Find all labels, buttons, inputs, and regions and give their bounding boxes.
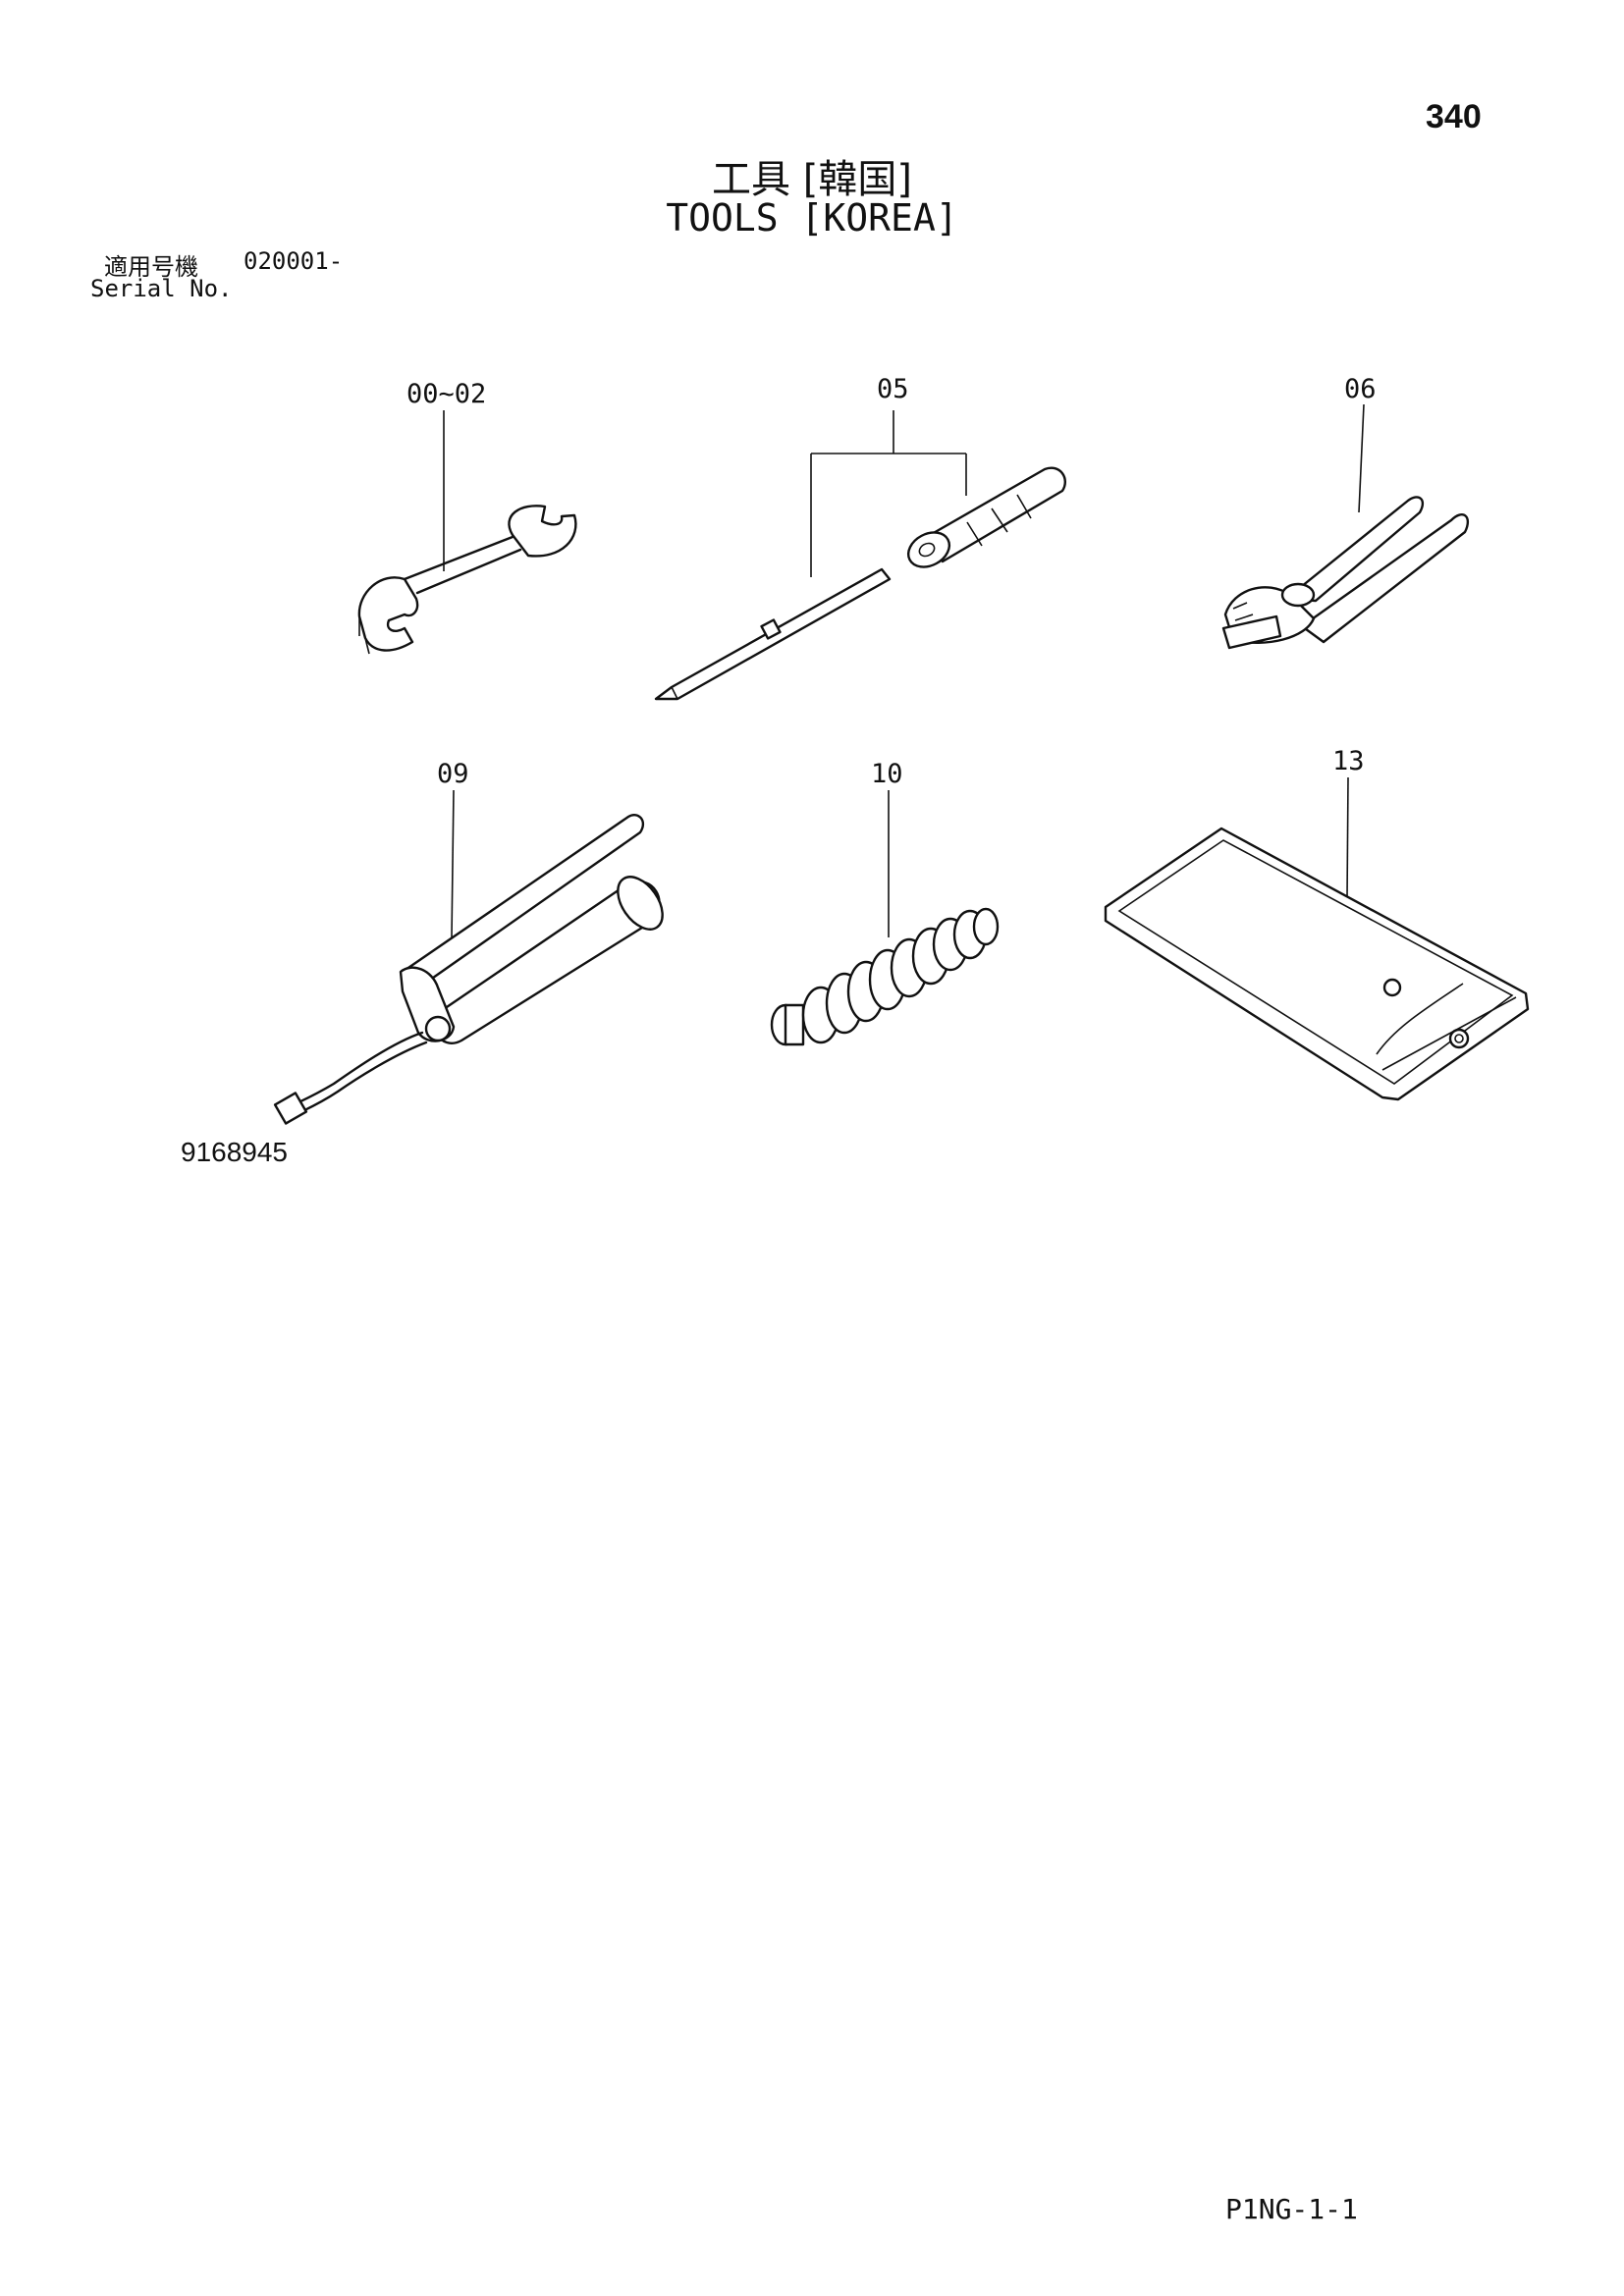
page-number: 340 xyxy=(1426,98,1482,135)
grease-brush-icon xyxy=(770,907,1000,1046)
wrench-icon xyxy=(357,505,577,655)
callout-grease-brush: 10 xyxy=(871,759,903,789)
leader-lines xyxy=(443,403,1365,939)
callout-tool-bag: 13 xyxy=(1332,746,1365,776)
serial-number-value: 020001- xyxy=(244,247,344,275)
grease-gun-icon xyxy=(273,814,664,1125)
tool-bag-icon xyxy=(1104,827,1530,1101)
page-code: P1NG-1-1 xyxy=(1225,2193,1358,2225)
callout-pliers: 06 xyxy=(1344,374,1377,404)
callout-screwdriver: 05 xyxy=(877,374,909,404)
screwdriver-icon xyxy=(654,466,1067,701)
serial-label-japanese: 適用号機 xyxy=(104,253,198,281)
page-title-japanese: 工具 [韓国] xyxy=(712,157,912,202)
callout-grease-gun: 09 xyxy=(437,759,469,789)
pliers-icon xyxy=(1221,496,1470,650)
page-title-english: TOOLS [KOREA] xyxy=(666,196,958,240)
serial-label-english: Serial No. xyxy=(90,275,233,302)
callout-wrench: 00~02 xyxy=(406,379,486,409)
figure-number: 9168945 xyxy=(181,1137,289,1167)
